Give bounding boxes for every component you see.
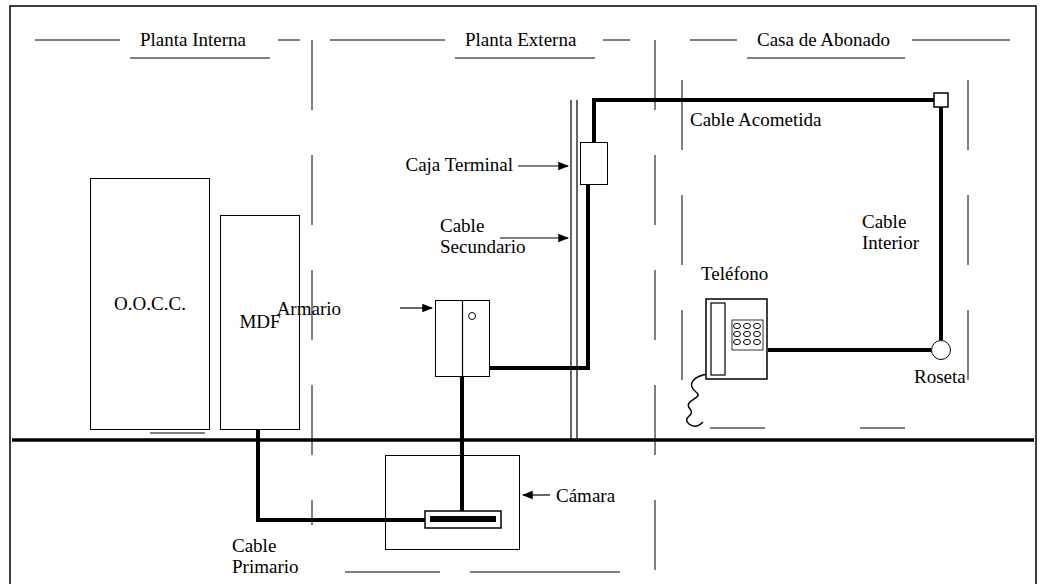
cable-label: Cable Acometida — [690, 110, 821, 131]
cable — [768, 348, 931, 352]
telephone: Teléfono — [705, 298, 768, 380]
cable — [460, 377, 464, 455]
callout-label: Teléfono — [701, 264, 768, 285]
callout-label: Roseta — [914, 367, 966, 388]
separator — [312, 40, 968, 575]
box-label: O.O.C.C. — [114, 294, 186, 315]
cable-label: Cable Secundario — [440, 216, 550, 258]
section-heading: Planta Externa — [465, 30, 576, 51]
box-label: MDF — [239, 312, 280, 333]
cabinet-doors — [436, 301, 489, 376]
callout-label: Caja Terminal — [405, 155, 513, 176]
splice-closure — [385, 455, 501, 528]
section-heading: Casa de Abonado — [757, 30, 890, 51]
exchange-box: O.O.C.C. — [90, 178, 210, 430]
callout-label: Cámara — [556, 486, 615, 507]
rosette: Roseta — [931, 340, 951, 360]
cable — [258, 430, 385, 520]
ground-line — [12, 438, 1034, 442]
cable-label: Cable Interior — [862, 212, 934, 254]
phone-cord — [687, 374, 708, 426]
callout-label: Armario — [277, 299, 341, 320]
junction-box — [934, 93, 948, 107]
manhole-chamber: Cámara — [385, 455, 520, 550]
section-heading: Planta Interna — [140, 30, 246, 51]
cable — [490, 185, 588, 368]
telephone-set — [705, 298, 768, 380]
pole — [571, 100, 577, 440]
leader-arrow — [400, 166, 568, 495]
cable-label: Cable Primario — [232, 536, 317, 578]
terminal-box: Caja Terminal — [580, 142, 608, 185]
frame — [10, 6, 1036, 584]
mdf-box: MDF — [220, 215, 300, 430]
street-cabinet: Armario — [435, 300, 490, 377]
